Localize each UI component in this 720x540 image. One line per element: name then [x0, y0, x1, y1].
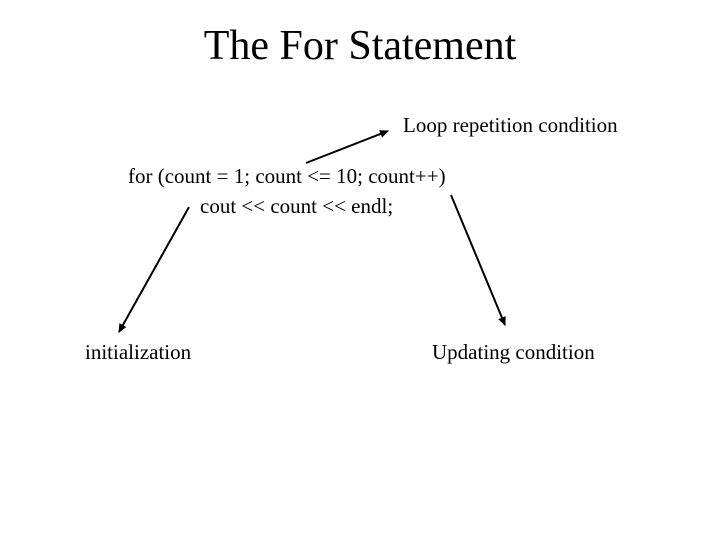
for-statement-code-line: for (count = 1; count <= 10; count++)	[128, 164, 446, 188]
initialization-label: initialization	[85, 340, 192, 364]
cout-statement-code-line: cout << count << endl;	[200, 194, 394, 218]
arrow-to-initialization	[118, 206, 190, 333]
updating-condition-label: Updating condition	[432, 340, 595, 364]
loop-repetition-condition-label: Loop repetition condition	[403, 113, 618, 137]
slide-title: The For Statement	[203, 23, 517, 69]
arrow-to-updating-condition	[450, 194, 506, 326]
arrow-to-loop-condition	[305, 130, 389, 164]
